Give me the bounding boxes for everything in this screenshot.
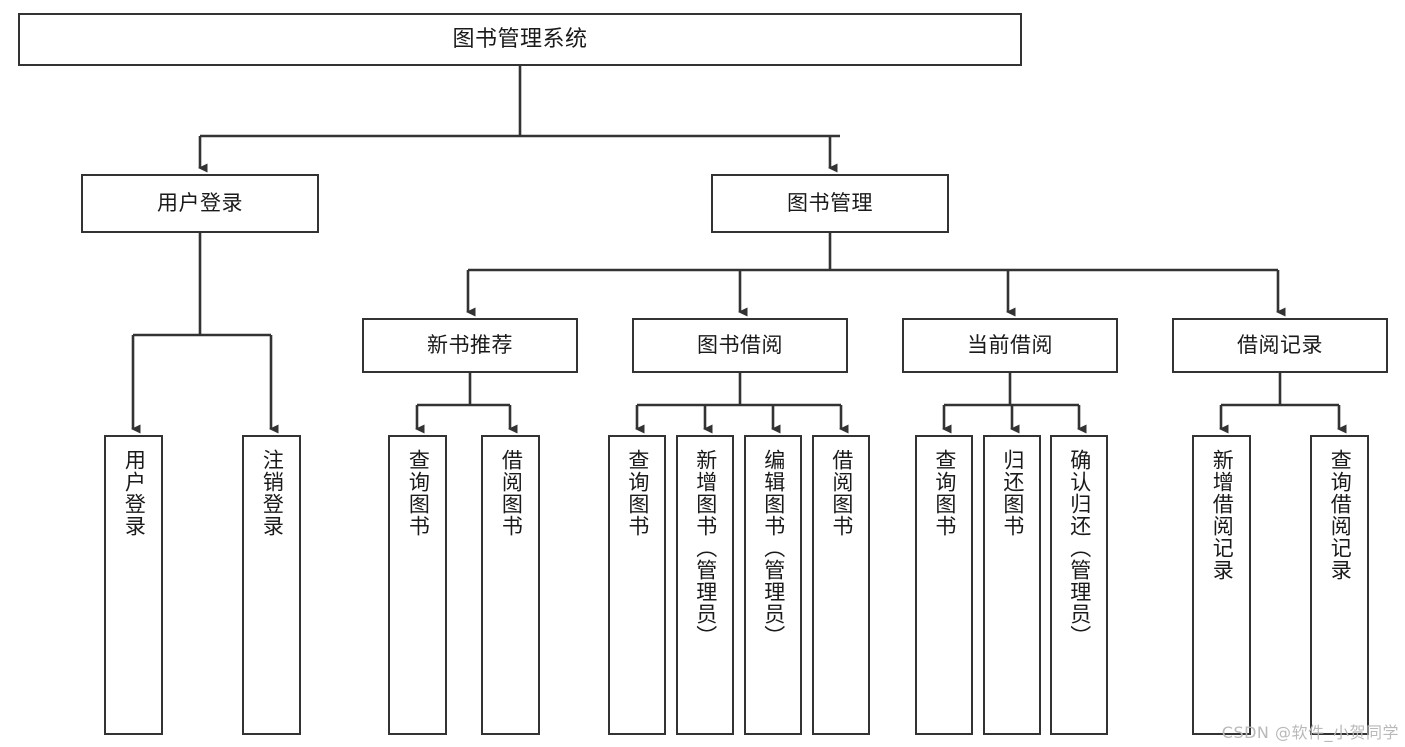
node-user-login-label: 用户登录 [157, 191, 243, 216]
leaf-borrow-book[interactable]: 借阅图书 [812, 435, 870, 735]
leaf-edit-book-admin[interactable]: 编辑图书（管理员） [744, 435, 802, 735]
node-borrow-record-label: 借阅记录 [1237, 333, 1323, 358]
node-current-borrow-label: 当前借阅 [967, 333, 1053, 358]
leaf-add-borrow-record[interactable]: 新增借阅记录 [1192, 435, 1251, 735]
leaf-borrow-book-recommend-label: 借阅图书 [499, 449, 524, 537]
node-root-label: 图书管理系统 [452, 26, 588, 52]
leaf-query-book-borrow[interactable]: 查询图书 [608, 435, 666, 735]
leaf-return-book-label: 归还图书 [1000, 449, 1025, 537]
leaf-add-book-admin[interactable]: 新增图书（管理员） [676, 435, 734, 735]
leaf-return-book[interactable]: 归还图书 [983, 435, 1041, 735]
node-borrow-record[interactable]: 借阅记录 [1172, 318, 1388, 373]
leaf-confirm-return-admin-label: 确认归还（管理员） [1067, 449, 1092, 647]
leaf-query-book-borrow-label: 查询图书 [625, 449, 650, 537]
leaf-add-book-admin-label: 新增图书（管理员） [693, 449, 718, 647]
node-user-login[interactable]: 用户登录 [81, 174, 319, 233]
node-new-book-recommend[interactable]: 新书推荐 [362, 318, 578, 373]
leaf-query-book-current[interactable]: 查询图书 [915, 435, 973, 735]
leaf-query-book-current-label: 查询图书 [932, 449, 957, 537]
node-book-borrow[interactable]: 图书借阅 [632, 318, 848, 373]
leaf-query-book-recommend-label: 查询图书 [406, 449, 431, 537]
leaf-query-book-recommend[interactable]: 查询图书 [388, 435, 447, 735]
leaf-logout-label: 注销登录 [260, 449, 285, 537]
node-root[interactable]: 图书管理系统 [18, 13, 1022, 66]
csdn-watermark: CSDN @软件_小贺同学 [1221, 723, 1399, 742]
leaf-edit-book-admin-label: 编辑图书（管理员） [761, 449, 786, 647]
leaf-query-borrow-record-label: 查询借阅记录 [1328, 449, 1353, 581]
node-book-management-label: 图书管理 [787, 191, 873, 216]
leaf-add-borrow-record-label: 新增借阅记录 [1210, 449, 1235, 581]
leaf-query-borrow-record[interactable]: 查询借阅记录 [1310, 435, 1369, 735]
leaf-borrow-book-label: 借阅图书 [829, 449, 854, 537]
leaf-user-login[interactable]: 用户登录 [104, 435, 163, 735]
node-new-book-recommend-label: 新书推荐 [427, 333, 513, 358]
node-current-borrow[interactable]: 当前借阅 [902, 318, 1118, 373]
node-book-management[interactable]: 图书管理 [711, 174, 949, 233]
node-book-borrow-label: 图书借阅 [697, 333, 783, 358]
leaf-user-login-label: 用户登录 [122, 449, 147, 537]
leaf-borrow-book-recommend[interactable]: 借阅图书 [481, 435, 540, 735]
leaf-logout[interactable]: 注销登录 [242, 435, 301, 735]
leaf-confirm-return-admin[interactable]: 确认归还（管理员） [1050, 435, 1108, 735]
